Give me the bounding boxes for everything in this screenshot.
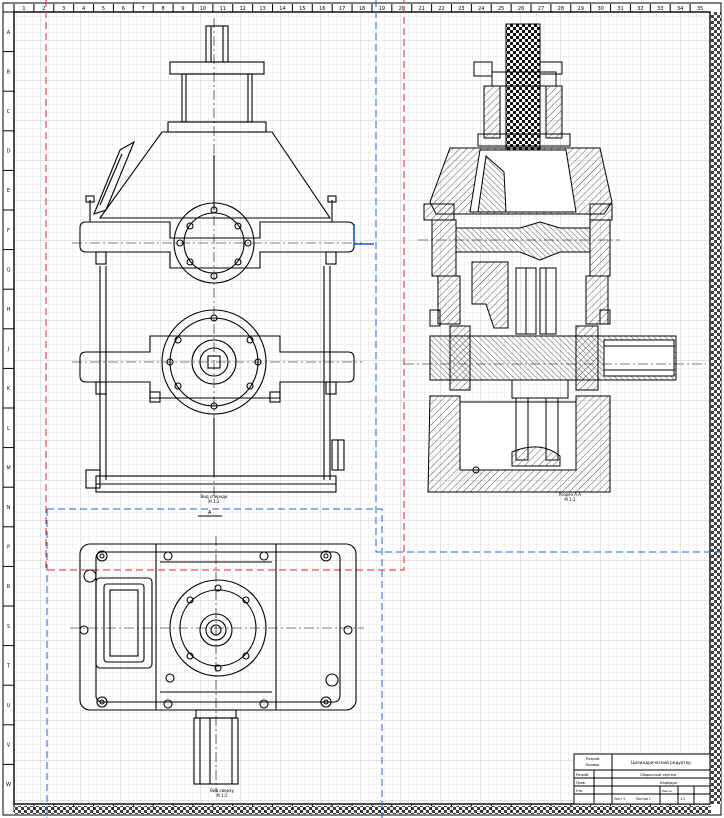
zone-label: 7 bbox=[142, 6, 145, 12]
zone-label: 31 bbox=[617, 6, 623, 12]
zone-label: D bbox=[7, 149, 11, 155]
title-block-org: Кафедра bbox=[660, 781, 677, 785]
zone-label: 27 bbox=[538, 6, 544, 12]
zone-label: G bbox=[7, 267, 11, 273]
bottom-edge-strip bbox=[14, 806, 711, 814]
front-centerlines bbox=[72, 18, 362, 500]
zone-label: 2 bbox=[42, 6, 45, 12]
section-mark-label: А bbox=[208, 510, 212, 516]
zone-label: 12 bbox=[239, 6, 245, 12]
right-edge-strip bbox=[711, 12, 721, 804]
title-block-top-role: Разраб. bbox=[586, 757, 600, 761]
zone-label: S bbox=[7, 624, 10, 630]
zone-label: B bbox=[7, 69, 11, 75]
section-centerlines bbox=[404, 239, 706, 365]
zone-label: 33 bbox=[657, 6, 663, 12]
zone-label: 28 bbox=[558, 6, 564, 12]
zone-label: 4 bbox=[82, 6, 85, 12]
zone-label: J bbox=[7, 347, 9, 353]
zone-label: 18 bbox=[359, 6, 365, 12]
title-block-row-role: Пров. bbox=[576, 781, 586, 785]
zone-label: 10 bbox=[200, 6, 206, 12]
zone-label: 15 bbox=[299, 6, 305, 12]
zone-label: K bbox=[7, 386, 11, 392]
zone-label: 3 bbox=[62, 6, 65, 12]
zone-label: N bbox=[7, 505, 11, 511]
zone-label: 17 bbox=[339, 6, 345, 12]
zone-label: 32 bbox=[637, 6, 643, 12]
top-centerlines bbox=[70, 536, 364, 792]
zone-label: W bbox=[6, 782, 11, 788]
zone-label: 34 bbox=[677, 6, 683, 12]
zone-label: 13 bbox=[259, 6, 265, 12]
zone-label: 20 bbox=[399, 6, 405, 12]
zone-label: R bbox=[7, 584, 11, 590]
zone-label: F bbox=[7, 228, 10, 234]
zone-label: 30 bbox=[597, 6, 603, 12]
title-block-mass: Масса bbox=[662, 789, 672, 793]
zone-label: 9 bbox=[181, 6, 184, 12]
zone-label: 22 bbox=[438, 6, 444, 12]
title-block-sheets: Листов 1 bbox=[636, 797, 651, 801]
zone-label: 1 bbox=[22, 6, 25, 12]
zone-label: 35 bbox=[697, 6, 703, 12]
frame-blue-top bbox=[46, 508, 383, 818]
zone-label: T bbox=[6, 663, 11, 669]
zone-label: 11 bbox=[220, 6, 226, 12]
top-view-label: Вид сверху bbox=[210, 788, 234, 793]
zone-label: V bbox=[7, 743, 11, 749]
title-block-scale: 1:2 bbox=[680, 797, 685, 801]
zone-label: 29 bbox=[578, 6, 584, 12]
zone-label: 8 bbox=[162, 6, 165, 12]
zone-label: U bbox=[7, 703, 11, 709]
zone-label: 14 bbox=[279, 6, 285, 12]
zone-label: 23 bbox=[458, 6, 464, 12]
title-block-sub-role: Провер. bbox=[586, 763, 601, 767]
zone-label: A bbox=[7, 30, 11, 36]
frame-red-front bbox=[45, 0, 405, 571]
section-mark bbox=[353, 224, 374, 245]
title-block bbox=[573, 753, 711, 805]
zone-label: L bbox=[7, 426, 10, 432]
front-view-label: Вид спереди bbox=[200, 494, 227, 499]
zone-label: 6 bbox=[122, 6, 125, 12]
title-block-title: Цилиндрический редуктор bbox=[631, 760, 691, 765]
zone-label: 5 bbox=[102, 6, 105, 12]
top-view-scale: М 1:2 bbox=[216, 793, 228, 798]
frame-blue-section bbox=[375, 0, 724, 553]
zone-label: 26 bbox=[518, 6, 524, 12]
zone-label: C bbox=[7, 109, 11, 115]
zone-label: P bbox=[7, 545, 10, 551]
title-block-row-role: Разраб. bbox=[576, 773, 589, 777]
section-view-label: Разрез А-А bbox=[559, 492, 582, 497]
front-view-scale: М 1:2 bbox=[208, 499, 220, 504]
zone-label: 19 bbox=[379, 6, 385, 12]
section-view bbox=[423, 23, 677, 493]
zone-label: H bbox=[7, 307, 11, 313]
title-block-doc-name: Сборочный чертеж bbox=[640, 773, 677, 777]
zone-label: 21 bbox=[418, 6, 424, 12]
zone-label: 16 bbox=[319, 6, 325, 12]
zone-label: E bbox=[7, 188, 10, 194]
zone-label: 25 bbox=[498, 6, 504, 12]
zone-label: 24 bbox=[478, 6, 484, 12]
title-block-sheet: Лист 1 bbox=[614, 797, 625, 801]
section-view-scale: М 1:2 bbox=[564, 497, 576, 502]
viewport-frames bbox=[45, 0, 724, 818]
zone-label: M bbox=[6, 465, 10, 471]
title-block-row-role: Утв. bbox=[576, 789, 583, 793]
